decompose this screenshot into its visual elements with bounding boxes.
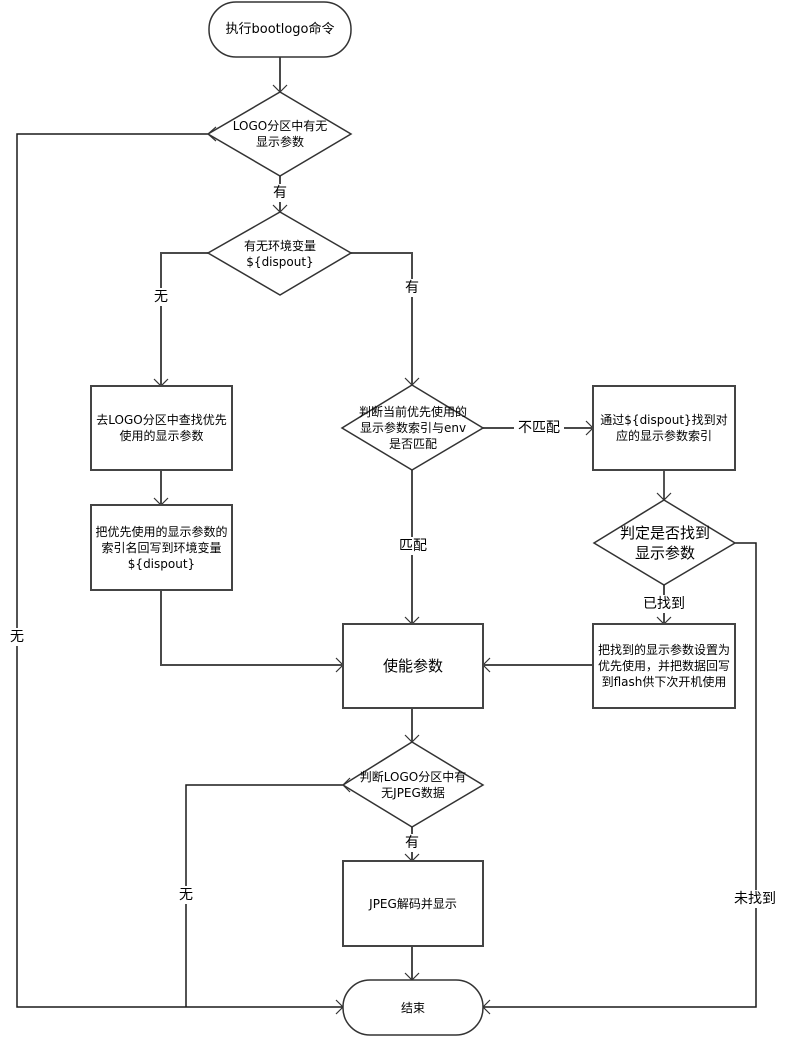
found-text: 判定是否找到显示参数	[620, 524, 711, 562]
start-text: 执行bootlogo命令	[225, 21, 335, 37]
edge-write-to-enable	[160, 590, 343, 666]
jpeg-decision	[341, 741, 485, 828]
edge-found-no	[483, 542, 757, 1008]
set-preferred-process	[592, 623, 736, 709]
nodes	[90, 1, 737, 1036]
edge-label-match-yes: 匹配	[396, 537, 430, 555]
logo-params-text: LOGO分区中有无显示参数	[232, 119, 328, 149]
decode-text: JPEG解码并显示	[369, 896, 457, 911]
enable-process	[342, 623, 484, 709]
match-decision	[340, 384, 485, 471]
edge-label-env-no: 无	[152, 288, 170, 306]
write-env-process	[90, 504, 233, 591]
jpeg-text: 判断LOGO分区中有无JPEG数据	[359, 770, 467, 800]
end-terminator	[342, 979, 484, 1036]
edge-label-match-no: 不匹配	[514, 419, 564, 437]
start-terminator	[208, 1, 352, 58]
edges	[16, 57, 757, 1008]
find-index-process	[592, 385, 736, 471]
edge-label-env-yes: 有	[403, 279, 421, 297]
edge-label-found-no: 未找到	[730, 890, 780, 908]
find-index-text: 通过${dispout}找到对应的显示参数索引	[600, 413, 728, 443]
env-var-text: 有无环境变量 ${dispout}	[243, 239, 316, 269]
edge-label-logo-no: 无	[8, 628, 26, 646]
edge-jpeg-no	[185, 784, 343, 1007]
enable-text: 使能参数	[382, 657, 443, 675]
match-text: 判断当前优先使用的显示参数索引与env是否匹配	[358, 405, 467, 451]
write-env-text: 把优先使用的显示参数的索引名回写到环境变量 ${dispout}	[95, 524, 228, 571]
edge-env-no	[160, 252, 208, 386]
env-var-decision	[206, 211, 353, 296]
find-preferred-text: 去LOGO分区中查找优先使用的显示参数	[96, 413, 227, 443]
edge-logo-no	[16, 133, 343, 1008]
edge-label-jpeg-no: 无	[177, 886, 195, 904]
edge-env-yes	[351, 252, 413, 385]
decode-process	[342, 860, 484, 947]
edge-label-logo-yes: 有	[271, 184, 289, 202]
set-preferred-text: 把找到的显示参数设置为优先使用，并把数据回写到flash供下次开机使用	[597, 643, 730, 689]
end-text: 结束	[400, 1000, 425, 1015]
find-preferred-process	[90, 385, 233, 471]
logo-params-decision	[206, 91, 353, 177]
found-decision	[592, 499, 737, 586]
edge-label-found-yes: 已找到	[640, 595, 688, 613]
edge-label-jpeg-yes: 有	[403, 834, 421, 852]
